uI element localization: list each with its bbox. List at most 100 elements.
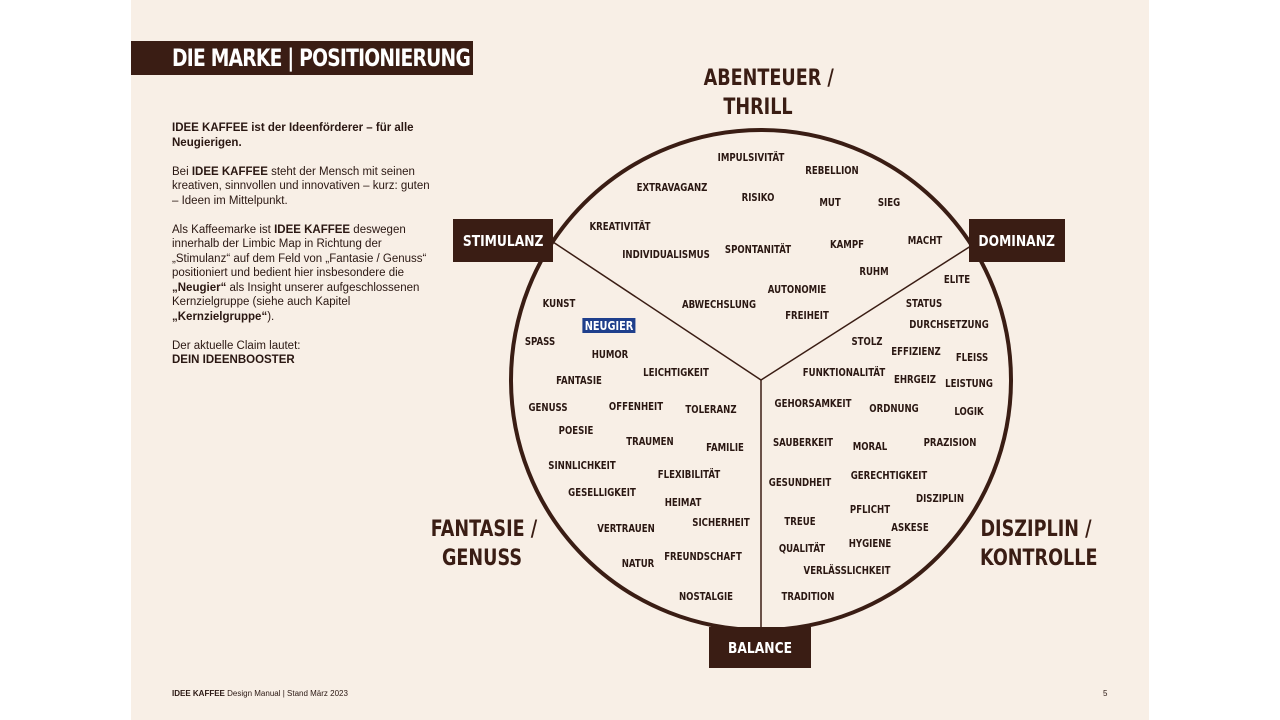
map-word: TOLERANZ <box>685 403 737 416</box>
map-word: FAMILIE <box>706 441 744 454</box>
map-word: GEHORSAMKEIT <box>774 397 852 410</box>
quadrant-top-line1: ABENTEUER / <box>703 66 834 91</box>
map-word: SPONTANITÄT <box>724 243 792 256</box>
highlighted-word-neugier: NEUGIER <box>582 318 636 333</box>
map-word: VERLÄSSLICHKEIT <box>803 564 891 577</box>
footer-text: Design Manual | Stand März 2023 <box>224 689 348 698</box>
page-number: 5 <box>1103 689 1108 698</box>
map-word: LOGIK <box>954 405 984 418</box>
quadrant-top-line2: THRILL <box>723 95 793 120</box>
quadrant-left-label: FANTASIE / GENUSS <box>430 515 538 573</box>
map-word: GESUNDHEIT <box>768 476 832 489</box>
intro-paragraph-2: Bei IDEE KAFFEE steht der Mensch mit sei… <box>172 165 432 209</box>
map-word: SINNLICHKEIT <box>548 459 616 472</box>
map-word: SICHERHEIT <box>692 516 750 529</box>
map-word: ASKESE <box>891 521 929 534</box>
map-word: MUT <box>819 196 841 209</box>
map-word: STATUS <box>905 297 943 310</box>
brand-name: IDEE KAFFEE <box>191 165 268 178</box>
map-word: FLEXIBILITÄT <box>657 468 721 481</box>
map-word: FREUNDSCHAFT <box>664 550 742 563</box>
map-word: LEISTUNG <box>945 377 993 390</box>
quadrant-left-line1: FANTASIE / <box>430 517 538 542</box>
divider-stimulanz <box>552 241 762 381</box>
map-word: OFFENHEIT <box>608 400 664 413</box>
stimulanz-box: STIMULANZ <box>453 219 553 262</box>
map-word: MACHT <box>907 234 943 247</box>
map-word: GENUSS <box>528 401 568 414</box>
map-word: REBELLION <box>805 164 859 177</box>
claim-label: Der aktuelle Claim lautet: <box>172 339 301 352</box>
map-word: INDIVIDUALISMUS <box>622 248 710 261</box>
map-word: FUNKTIONALITÄT <box>802 366 886 379</box>
intro-p3-end: ). <box>267 310 275 323</box>
map-word: NATUR <box>621 557 655 570</box>
quadrant-top-label: ABENTEUER / THRILL <box>703 64 834 122</box>
map-word: QUALITÄT <box>778 542 826 555</box>
map-word: FLEISS <box>955 351 989 364</box>
map-word: RISIKO <box>741 191 775 204</box>
intro-p2-pre: Bei <box>172 165 192 178</box>
map-word: RUHM <box>859 265 889 278</box>
footer-brand: IDEE KAFFEE <box>172 689 225 698</box>
map-word: EFFIZIENZ <box>891 345 941 358</box>
quadrant-right-line1: DISZIPLIN / <box>980 517 1092 542</box>
intro-p2-rest: steht der Mensch mit seinen kreativen, s… <box>172 165 430 207</box>
map-word: EHRGEIZ <box>894 373 936 386</box>
intro-text: IDEE KAFFEE ist der Ideenförderer – für … <box>172 121 432 382</box>
map-word: HYGIENE <box>848 537 892 550</box>
map-word: PFLICHT <box>849 503 891 516</box>
quadrant-right-line2: KONTROLLE <box>980 546 1098 571</box>
claim-text: DEIN IDEENBOOSTER <box>172 354 295 366</box>
map-word: NOSTALGIE <box>678 590 734 603</box>
map-word: HEIMAT <box>664 496 702 509</box>
title-bar <box>131 41 473 75</box>
map-word: ELITE <box>943 273 971 286</box>
map-word: HUMOR <box>591 348 629 361</box>
map-word: GERECHTIGKEIT <box>850 469 928 482</box>
quadrant-right-label: DISZIPLIN / KONTROLLE <box>980 515 1098 573</box>
map-word: DISZIPLIN <box>915 492 965 505</box>
map-word: PRAZISION <box>923 436 977 449</box>
map-word: POESIE <box>558 424 594 437</box>
map-word: ABWECHSLUNG <box>681 298 757 311</box>
dominanz-box: DOMINANZ <box>969 219 1065 262</box>
map-word: TREUE <box>784 515 816 528</box>
intro-p3-mid2: als Insight unserer aufgeschlossenen Ker… <box>172 281 420 309</box>
map-word: FANTASIE <box>556 374 602 387</box>
map-word: IMPULSIVITÄT <box>717 151 785 164</box>
map-word: STOLZ <box>851 335 883 348</box>
kernzielgruppe-link: „Kernzielgruppe“ <box>172 310 268 323</box>
map-word: SIEG <box>877 196 901 209</box>
map-word: MORAL <box>852 440 888 453</box>
map-word: KAMPF <box>830 238 864 251</box>
intro-p1-rest: ist der Ideenförderer – für alle Neugier… <box>172 122 414 149</box>
map-word: EXTRAVAGANZ <box>636 181 708 194</box>
map-word: GESELLIGKEIT <box>568 486 636 499</box>
intro-p3-pre: Als Kaffeemarke ist <box>172 223 275 236</box>
map-word: TRAUMEN <box>626 435 674 448</box>
map-word: LEICHTIGKEIT <box>643 366 709 379</box>
map-word: KREATIVITÄT <box>589 220 651 233</box>
balance-box: BALANCE <box>709 627 811 668</box>
map-word: SAUBERKEIT <box>772 436 834 449</box>
footer: IDEE KAFFEE Design Manual | Stand März 2… <box>172 689 348 698</box>
map-word: SPASS <box>524 335 556 348</box>
intro-paragraph-1: IDEE KAFFEE ist der Ideenförderer – für … <box>172 121 432 150</box>
intro-paragraph-4: Der aktuelle Claim lautet: DEIN IDEENBOOS… <box>172 339 432 368</box>
brand-name: IDEE KAFFEE <box>172 122 249 134</box>
map-word: AUTONOMIE <box>767 283 827 296</box>
page-title: DIE MARKE | POSITIONIERUNG <box>172 44 471 72</box>
intro-paragraph-3: Als Kaffeemarke ist IDEE KAFFEE deswegen… <box>172 223 432 325</box>
map-word: FREIHEIT <box>785 309 829 322</box>
balance-label: BALANCE <box>728 638 792 657</box>
map-word: ORDNUNG <box>869 402 919 415</box>
divider-dominanz <box>760 243 975 381</box>
map-word: KUNST <box>542 297 576 310</box>
brand-name: IDEE KAFFEE <box>274 223 351 236</box>
stimulanz-label: STIMULANZ <box>462 231 544 250</box>
neugier-emphasis: „Neugier“ <box>172 281 227 294</box>
map-word: TRADITION <box>781 590 835 603</box>
intro-p3-mid: deswegen innerhalb der Limbic Map in Ric… <box>172 223 427 280</box>
